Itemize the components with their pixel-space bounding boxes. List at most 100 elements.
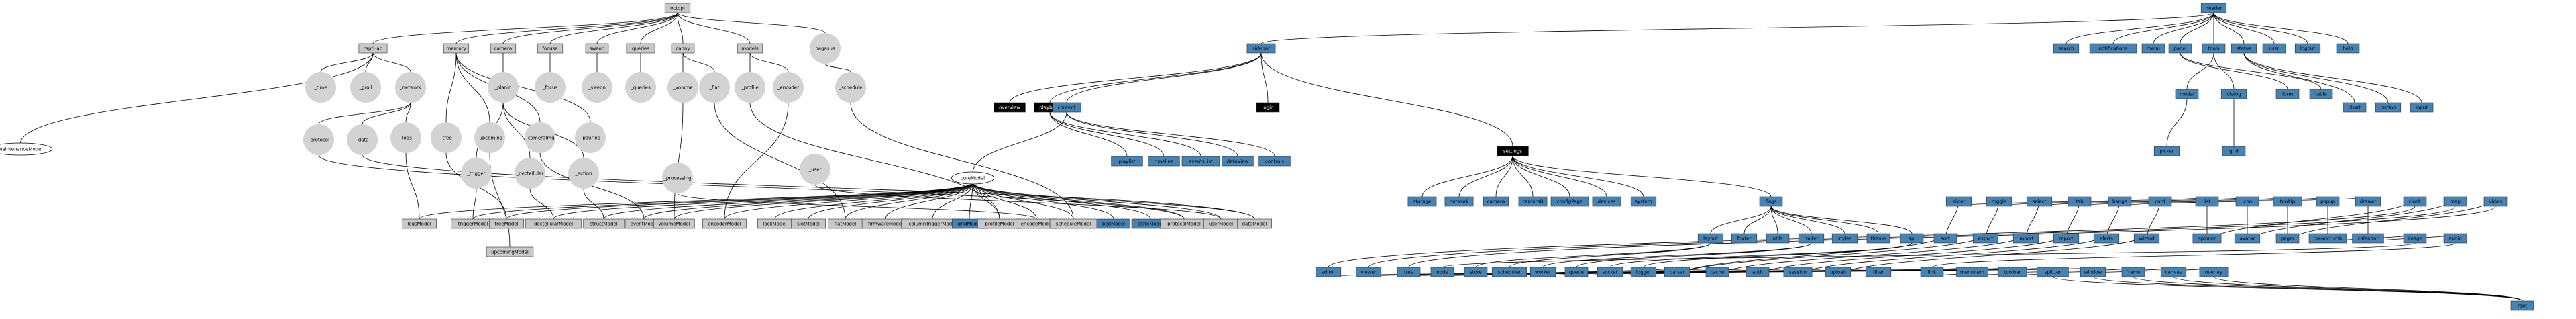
node-b_flags: flags bbox=[1759, 196, 1783, 207]
node-shape-pprotocol bbox=[303, 124, 334, 155]
node-b_socket: socket bbox=[1597, 267, 1623, 277]
node-b_network: network bbox=[1444, 196, 1474, 207]
node-label-b_menuitem: menuItem bbox=[1960, 270, 1984, 275]
edge-b_api-b_socket bbox=[1609, 242, 1913, 268]
node-b_queue: queue bbox=[1564, 267, 1589, 277]
node-label-b_user: user bbox=[2269, 46, 2279, 52]
node-label-b_menu: menu bbox=[2147, 46, 2160, 52]
node-shape-b_network bbox=[1444, 196, 1474, 207]
node-label-b_badge: badge bbox=[2112, 199, 2127, 205]
node-shape-b_video bbox=[2483, 196, 2508, 207]
node-shape-pflat bbox=[699, 72, 730, 103]
node-label-settings: settings bbox=[1503, 149, 1522, 154]
node-label-b_link: link bbox=[1928, 270, 1937, 275]
node-b_events: eventsList bbox=[1181, 156, 1220, 167]
node-b_alerts: alerts bbox=[2093, 233, 2120, 244]
node-pfocus: _focus bbox=[535, 72, 566, 103]
node-label-sweon: sweon bbox=[590, 46, 604, 52]
node-maintenance: maintenanceModel bbox=[0, 142, 53, 156]
node-shape-settings bbox=[1497, 146, 1529, 156]
edge-octopi-camera bbox=[502, 12, 678, 44]
node-shape-b_split bbox=[2037, 267, 2069, 277]
node-b_router: router bbox=[1798, 233, 1825, 244]
node-shape-m_data bbox=[1237, 218, 1273, 229]
node-shape-b_export bbox=[1972, 233, 1999, 244]
node-label-b_store: store bbox=[1470, 270, 1482, 275]
node-shape-b_clock bbox=[2403, 196, 2427, 207]
node-shape-b_spinner bbox=[2192, 233, 2222, 244]
edge-header-b_panel bbox=[2180, 12, 2214, 44]
node-memory: memory bbox=[443, 43, 470, 54]
node-shape-b_avatar bbox=[2234, 233, 2261, 244]
node-shape-b_panel bbox=[2168, 43, 2192, 54]
node-shape-ptrigger bbox=[461, 158, 492, 189]
edge-settings-b_config bbox=[1512, 155, 1570, 197]
node-label-rapthab: raptHab bbox=[364, 46, 383, 52]
node-pupcoming: _upcoming bbox=[474, 122, 505, 153]
node-label-pdata: _data bbox=[355, 138, 368, 143]
node-shape-pnetwork bbox=[395, 72, 426, 103]
node-b_api: api bbox=[1900, 233, 1924, 244]
node-b_layout: layout bbox=[1697, 233, 1724, 244]
node-b_crumb: breadcrumb bbox=[2308, 233, 2347, 244]
edge-b_frame-b_root bbox=[2133, 276, 2523, 302]
node-canny: canny bbox=[671, 43, 695, 54]
node-content: content bbox=[1052, 102, 1081, 113]
edge-b_window-b_root bbox=[2092, 276, 2523, 302]
node-b_parser: parser bbox=[1664, 267, 1690, 277]
node-shape-b_node bbox=[1430, 267, 1454, 277]
node-b_viewer: viewer bbox=[1355, 267, 1382, 277]
node-label-pgroll: _groll bbox=[359, 85, 372, 91]
node-shape-pdata bbox=[347, 124, 378, 155]
node-m_logs: logsModel bbox=[401, 218, 437, 229]
edge-pplanin-pdecellular bbox=[502, 102, 531, 158]
edge-b_router-b_queue bbox=[1576, 242, 1812, 268]
node-shape-b_image bbox=[2403, 233, 2427, 244]
node-shape-b_help bbox=[2336, 43, 2360, 54]
node-m_volume: volumeModel bbox=[653, 218, 695, 229]
node-label-b_sched: scheduler bbox=[1498, 270, 1521, 275]
node-label-b_select: select bbox=[2033, 199, 2047, 205]
node-b_video: video bbox=[2483, 196, 2508, 207]
edge-b_audio-b_link bbox=[1931, 242, 2456, 268]
edge-pegasus-pschedule bbox=[824, 63, 851, 73]
node-b_popup: popup bbox=[2316, 196, 2340, 207]
edge-playback-b_timeline bbox=[1049, 111, 1165, 157]
node-b_pager: pager bbox=[2275, 233, 2300, 244]
node-label-models: models bbox=[741, 46, 759, 52]
edge-models-pencoder bbox=[749, 52, 789, 73]
node-shape-paction bbox=[568, 158, 599, 189]
node-shape-b_layout bbox=[1697, 233, 1724, 244]
node-label-b_queue: queue bbox=[1569, 270, 1584, 275]
node-shape-b_badge bbox=[2108, 196, 2132, 207]
node-shape-b_cache bbox=[1705, 267, 1729, 277]
node-shape-m_logs bbox=[401, 218, 437, 229]
node-b_toggle: toggle bbox=[1986, 196, 2012, 207]
node-b_picker: picker bbox=[2153, 146, 2180, 156]
edge-header-b_status bbox=[2213, 12, 2245, 44]
node-label-b_list: list bbox=[2204, 199, 2211, 205]
node-shape-b_timeline bbox=[1148, 156, 1180, 167]
node-label-b_card: card bbox=[2155, 199, 2165, 205]
node-label-canny: canny bbox=[676, 46, 690, 52]
node-puser: _user bbox=[800, 154, 830, 185]
edge-octopi-models bbox=[677, 12, 751, 44]
node-b_link: link bbox=[1920, 267, 1944, 277]
node-label-b_cameraB: cameraB bbox=[1522, 199, 1543, 205]
node-m_encoder: encoderModel bbox=[702, 218, 747, 229]
node-shape-queries bbox=[626, 43, 655, 54]
node-label-b_calendar: calendar bbox=[2358, 236, 2379, 242]
node-rapthab: raptHab bbox=[358, 43, 388, 54]
node-label-b_styles: styles bbox=[1838, 236, 1852, 242]
node-queries: queries bbox=[626, 43, 655, 54]
node-b_image: image bbox=[2403, 233, 2427, 244]
edge-pnetwork-pprotocol bbox=[318, 102, 411, 125]
node-label-b_modal: modal bbox=[2180, 92, 2194, 97]
node-shape-b_notify bbox=[2089, 43, 2137, 54]
node-label-b_icon: icon bbox=[2243, 199, 2253, 205]
node-label-b_pager: pager bbox=[2281, 236, 2294, 242]
node-b_spinner: spinner bbox=[2192, 233, 2222, 244]
node-pplanin: _planin bbox=[488, 72, 519, 103]
edge-sidebar-content bbox=[1066, 52, 1262, 103]
